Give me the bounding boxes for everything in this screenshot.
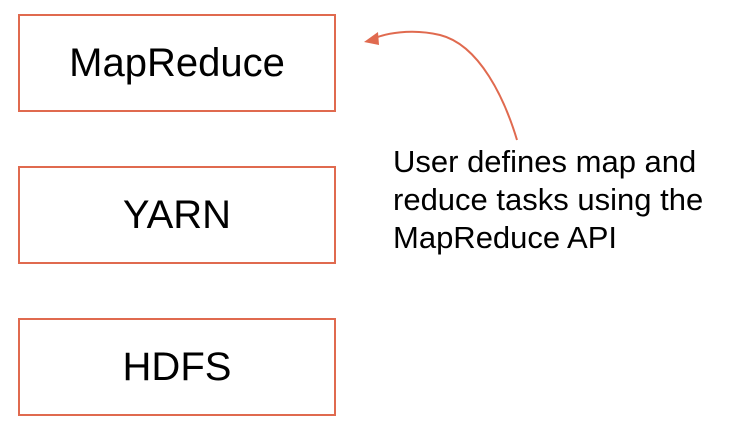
- yarn-layer-box: YARN: [18, 166, 336, 264]
- arrow-head-icon: [364, 32, 379, 45]
- curved-arrow-shaft: [374, 30, 518, 141]
- annotation-text: User defines map and reduce tasks using …: [393, 143, 729, 257]
- annotation-line-3: MapReduce API: [393, 220, 618, 255]
- yarn-layer-label: YARN: [122, 193, 232, 237]
- hdfs-layer-box: HDFS: [18, 318, 336, 416]
- mapreduce-layer-box: MapReduce: [18, 14, 336, 112]
- annotation-line-1: User defines map and: [393, 144, 697, 179]
- annotation-line-2: reduce tasks using the: [393, 182, 704, 217]
- mapreduce-layer-label: MapReduce: [69, 41, 285, 85]
- hdfs-layer-label: HDFS: [122, 345, 232, 389]
